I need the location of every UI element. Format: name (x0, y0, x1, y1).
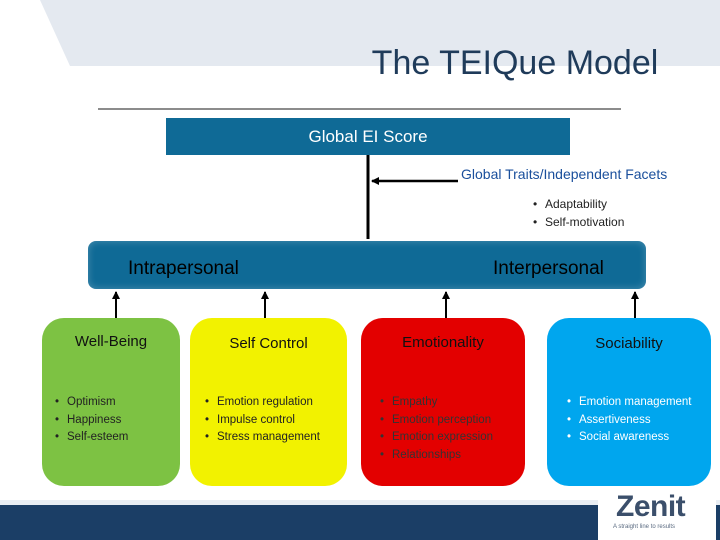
logo-backdrop (598, 492, 716, 540)
list-item: Self-esteem (55, 429, 128, 447)
global-traits-list: Adaptability Self-motivation (533, 196, 624, 231)
facet-list: Emotion regulation Impulse control Stres… (205, 394, 320, 447)
well-being-box: Well-Being Optimism Happiness Self-estee… (42, 318, 180, 486)
list-item: Stress management (205, 429, 320, 447)
facet-list: Empathy Emotion perception Emotion expre… (380, 394, 493, 464)
self-control-box: Self Control Emotion regulation Impulse … (190, 318, 347, 486)
list-item: Assertiveness (567, 412, 695, 430)
list-item: Social awareness (567, 429, 695, 447)
list-item: Relationships (380, 447, 493, 465)
logo-tagline: A straight line to results (613, 524, 676, 530)
box-title: Self Control (229, 335, 308, 352)
global-ei-score-label: Global EI Score (308, 126, 428, 146)
list-item: Emotion expression (380, 429, 493, 447)
emotionality-box: Emotionality Empathy Emotion perception … (361, 318, 525, 486)
title-divider (98, 108, 621, 110)
factor-bar (88, 241, 646, 289)
facet-list: Optimism Happiness Self-esteem (55, 394, 128, 447)
header-decoration (0, 0, 720, 66)
box-title: Sociability (595, 335, 663, 352)
list-item: Self-motivation (533, 214, 624, 232)
global-traits-label: Global Traits/Independent Facets (461, 166, 668, 182)
list-item: Emotion regulation (205, 394, 320, 412)
interpersonal-label: Interpersonal (493, 258, 604, 279)
list-item: Emotion management (567, 394, 695, 412)
intrapersonal-label: Intrapersonal (128, 258, 239, 279)
list-item: Empathy (380, 394, 493, 412)
list-item: Happiness (55, 412, 128, 430)
list-item: Adaptability (533, 196, 624, 214)
list-item: Optimism (55, 394, 128, 412)
box-title: Well-Being (74, 333, 148, 350)
slide-title: The TEIQue Model (371, 44, 659, 82)
list-item: Impulse control (205, 412, 320, 430)
list-item: Emotion perception (380, 412, 493, 430)
facet-list: Emotion management Assertiveness Social … (567, 394, 695, 447)
zenit-logo: Zenit (616, 490, 686, 523)
sociability-box: Sociability Emotion management Assertive… (547, 318, 711, 486)
global-ei-score-box: Global EI Score (166, 118, 570, 155)
box-title: Emotionality (402, 334, 484, 351)
footer-accent (0, 500, 720, 505)
